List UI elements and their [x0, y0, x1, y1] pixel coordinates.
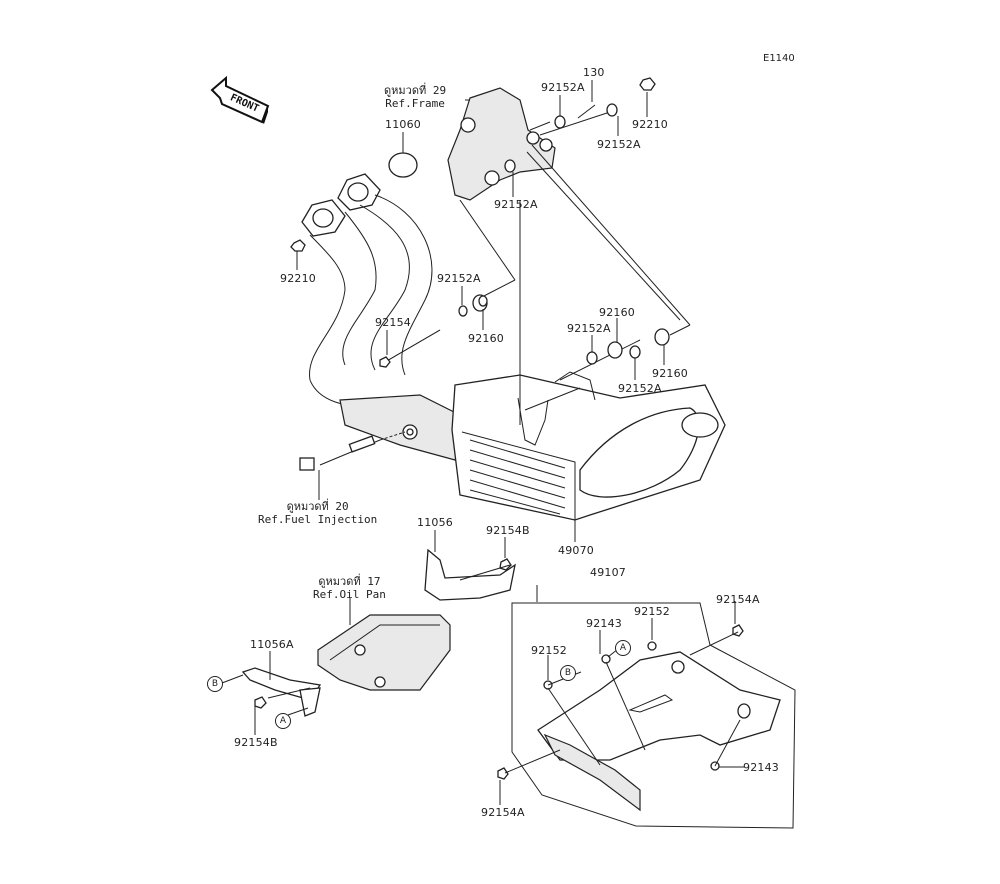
part-label-92154b[interactable]: 92154B: [486, 524, 530, 537]
ref-fuel-injection-text: Ref.Fuel Injection: [258, 513, 378, 526]
part-label-92152a[interactable]: 92152A: [618, 382, 662, 395]
part-label-92160[interactable]: 92160: [652, 367, 688, 380]
front-direction-arrow-icon: FRONT: [210, 76, 270, 124]
under-cowl-49107[interactable]: [497, 602, 796, 829]
part-label-92152a[interactable]: 92152A: [597, 138, 641, 151]
ref-frame-text: Ref.Frame: [385, 97, 445, 110]
part-label-92210[interactable]: 92210: [280, 272, 316, 285]
ref-fuel-injection[interactable]: ดูหมวดที่ 20 Ref.Fuel Injection: [258, 500, 377, 526]
leader-lines: [384, 111, 691, 425]
frame-bracket: [447, 87, 556, 201]
part-label-130[interactable]: 130: [583, 66, 605, 79]
muffler-49070[interactable]: [451, 371, 726, 521]
part-label-92143[interactable]: 92143: [743, 761, 779, 774]
ref-frame-thai: ดูหมวดที่ 29: [384, 84, 447, 97]
callout-b[interactable]: B: [207, 676, 223, 692]
part-label-92160[interactable]: 92160: [468, 332, 504, 345]
ref-oil-pan[interactable]: ดูหมวดที่ 17 Ref.Oil Pan: [313, 575, 386, 601]
ref-oil-pan-thai: ดูหมวดที่ 17: [318, 575, 381, 588]
part-label-92152a[interactable]: 92152A: [437, 272, 481, 285]
part-label-11056a[interactable]: 11056A: [250, 638, 294, 651]
part-label-92154a[interactable]: 92154A: [716, 593, 760, 606]
diagram-code: E1140: [763, 53, 795, 64]
part-label-92160[interactable]: 92160: [599, 306, 635, 319]
callout-b[interactable]: B: [560, 665, 576, 681]
part-label-92143[interactable]: 92143: [586, 617, 622, 630]
hardware[interactable]: [290, 77, 670, 368]
ref-frame[interactable]: ดูหมวดที่ 29 Ref.Frame: [384, 84, 446, 110]
part-label-92152a[interactable]: 92152A: [567, 322, 611, 335]
part-label-92152a[interactable]: 92152A: [541, 81, 585, 94]
exhaust-header-pipes[interactable]: [309, 194, 471, 461]
part-label-92152a[interactable]: 92152A: [494, 198, 538, 211]
part-label-92152[interactable]: 92152: [634, 605, 670, 618]
oxygen-sensor[interactable]: [299, 431, 406, 471]
part-label-92154a[interactable]: 92154A: [481, 806, 525, 819]
callout-a[interactable]: A: [275, 713, 291, 729]
part-label-11056[interactable]: 11056: [417, 516, 453, 529]
part-label-49107[interactable]: 49107: [590, 566, 626, 579]
ref-fuel-injection-thai: ดูหมวดที่ 20: [286, 500, 349, 513]
ref-oil-pan-text: Ref.Oil Pan: [313, 588, 386, 601]
callout-a[interactable]: A: [615, 640, 631, 656]
part-label-92154[interactable]: 92154: [375, 316, 411, 329]
exhaust-flanges[interactable]: [301, 173, 381, 237]
part-label-92152[interactable]: 92152: [531, 644, 567, 657]
oil-pan-assembly[interactable]: [241, 548, 516, 717]
part-label-11060[interactable]: 11060: [385, 118, 421, 131]
part-label-92154b[interactable]: 92154B: [234, 736, 278, 749]
gasket-11060[interactable]: [388, 152, 418, 178]
part-label-49070[interactable]: 49070: [558, 544, 594, 557]
part-label-92210[interactable]: 92210: [632, 118, 668, 131]
